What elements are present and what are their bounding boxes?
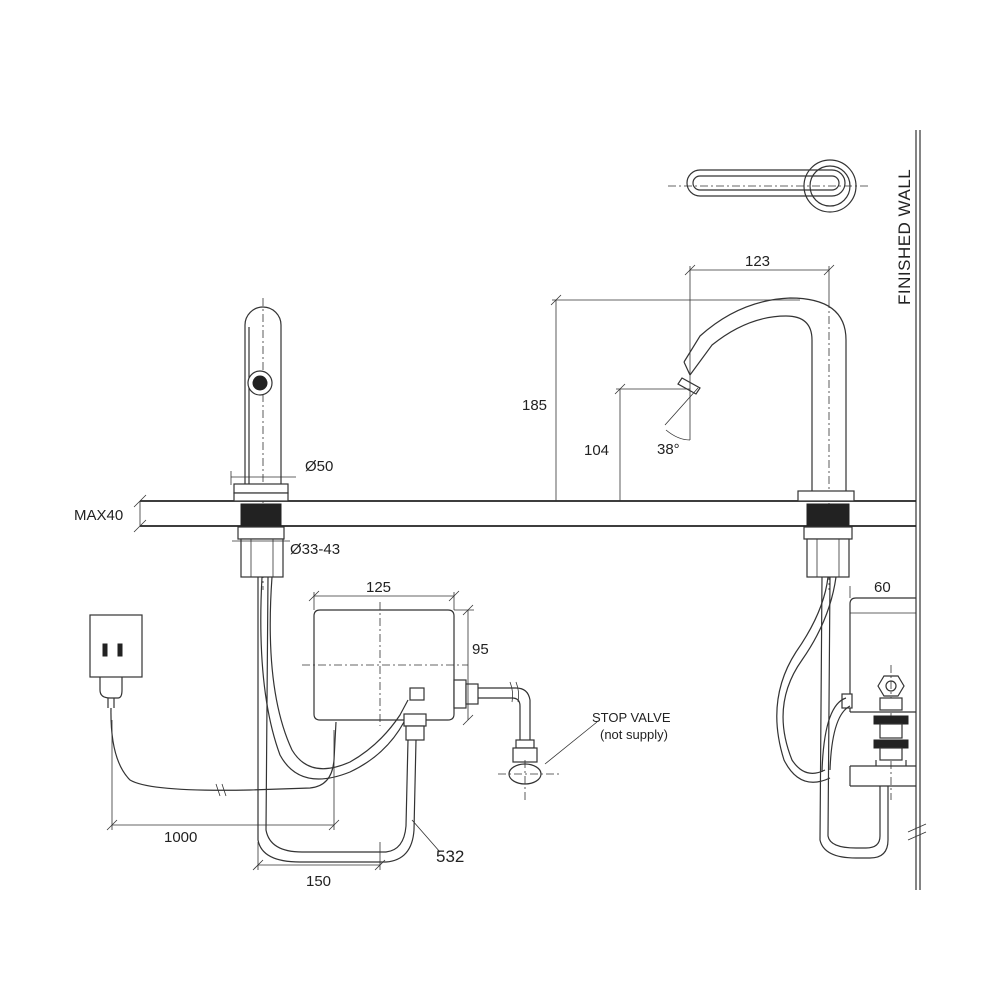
finished-wall-label: FINISHED WALL xyxy=(895,169,914,305)
box-depth-label: 60 xyxy=(874,579,891,596)
faucet-hoses-right xyxy=(776,576,889,859)
max-thickness-label: MAX40 xyxy=(74,507,123,524)
finished-wall xyxy=(907,130,927,890)
max-thickness-dimension xyxy=(133,494,147,533)
total-height-label: 185 xyxy=(522,397,547,414)
faucet-front-view xyxy=(677,297,855,590)
cable-length-dimension xyxy=(106,720,340,831)
stop-valve-right xyxy=(849,665,916,800)
faucet-side-view xyxy=(233,298,289,590)
hose-offset-label: 150 xyxy=(306,873,331,890)
box-height-dimension xyxy=(454,604,474,726)
outlet-height-label: 104 xyxy=(584,442,609,459)
stop-valve-note: (not supply) xyxy=(600,727,668,742)
spout-reach-label: 123 xyxy=(745,253,770,270)
spray-angle-label: 38° xyxy=(657,441,680,458)
faucet-hoses-left xyxy=(257,576,427,863)
hose-offset-dimension xyxy=(252,842,386,871)
control-box xyxy=(302,602,479,726)
stop-valve-left xyxy=(498,721,598,800)
cable-length-label: 1000 xyxy=(164,829,197,846)
power-adapter xyxy=(89,614,143,708)
base-diameter-label: Ø50 xyxy=(305,458,333,475)
power-cable xyxy=(110,707,337,797)
spray-angle-indicator xyxy=(664,382,699,441)
inlet-hose xyxy=(478,681,538,763)
base-diameter-dimension xyxy=(230,471,296,485)
control-box-side xyxy=(841,597,916,713)
spout-reach-dimension xyxy=(684,264,835,382)
spout-top-view xyxy=(668,159,870,213)
hole-diameter-label: Ø33-43 xyxy=(290,541,340,558)
box-width-label: 125 xyxy=(366,579,391,596)
outlet-height-dimension xyxy=(614,383,690,501)
part-number-leader xyxy=(411,819,441,853)
part-number-label: 532 xyxy=(436,847,464,866)
stop-valve-label: STOP VALVE xyxy=(592,710,671,725)
box-width-dimension xyxy=(308,590,460,610)
total-height-dimension xyxy=(550,294,800,501)
box-height-label: 95 xyxy=(472,641,489,658)
